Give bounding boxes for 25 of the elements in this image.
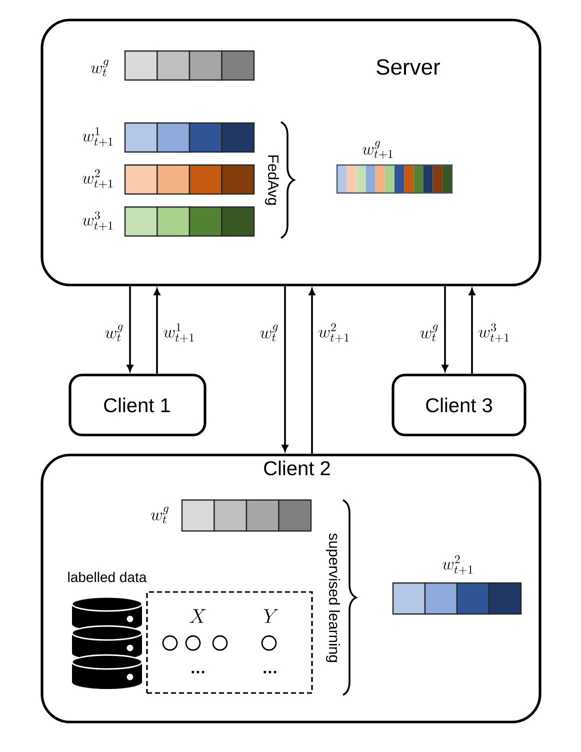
client-box: Client 3 — [392, 374, 526, 436]
weight-label: $w_{t+1}^3$ — [82, 211, 112, 231]
weight-label: $w_{t+1}^1$ — [82, 127, 112, 147]
dashed-box: $X$ $Y$ … … — [146, 591, 313, 694]
weight-label: $w_{t+1}^g$ — [362, 141, 392, 159]
weight-label: $w_{t+1}^2$ — [82, 169, 112, 189]
arrow — [442, 286, 448, 372]
edge-label: $w_{t+1}^1$ — [164, 323, 194, 343]
arrow — [308, 288, 316, 454]
edge-label: $w_t^g$ — [420, 324, 438, 342]
client-box: Client 1 — [68, 374, 206, 436]
edge-label: $w_{t+1}^3$ — [478, 323, 509, 343]
brace-label: FedAvg — [265, 156, 279, 205]
weight-label: $w_t^g$ — [150, 506, 169, 524]
edge-label: $w_t^g$ — [105, 324, 123, 342]
weight-label: $w_{t+1}^2$ — [442, 555, 472, 575]
arrow — [126, 286, 134, 372]
arrow — [154, 288, 160, 374]
edge-label: $w_t^g$ — [260, 324, 278, 342]
edge-label: $w_{t+1}^2$ — [318, 323, 349, 343]
arrow — [282, 286, 288, 452]
brace-label: supervised learning — [326, 533, 340, 662]
data-label: labelled data — [68, 572, 147, 582]
weight-label: $w_t^g$ — [90, 60, 109, 76]
arrow — [468, 288, 476, 374]
